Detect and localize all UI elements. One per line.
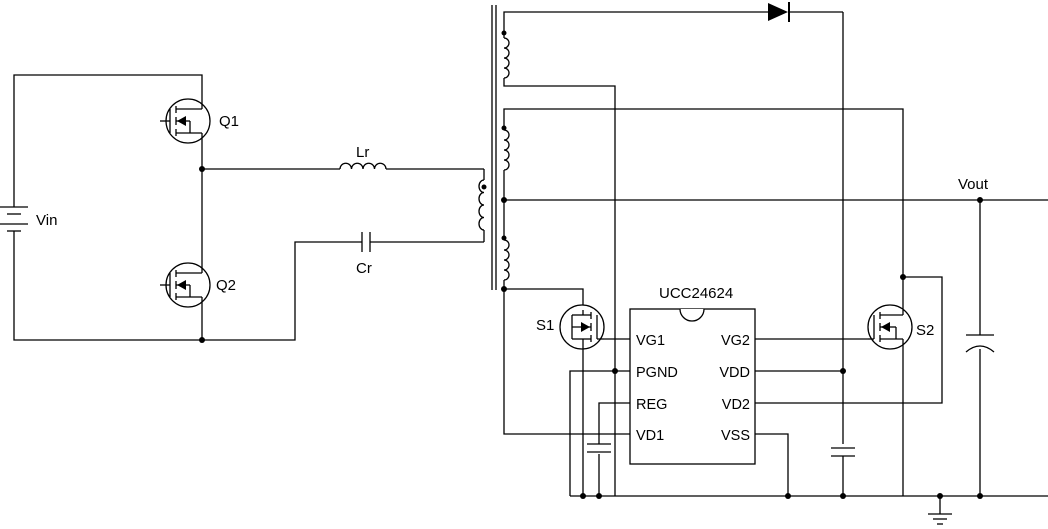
cr-label: Cr (356, 260, 372, 277)
mosfet-q1 (160, 98, 211, 144)
junction-dots (199, 166, 983, 499)
primary-wires (13, 74, 485, 341)
mosfet-s1 (559, 304, 605, 350)
ic-ucc24624 (629, 308, 756, 465)
q1-label: Q1 (219, 113, 239, 130)
q2-label: Q2 (216, 277, 236, 294)
vin-label: Vin (36, 212, 57, 229)
mosfet-s2 (867, 304, 913, 350)
pin-reg: REG (636, 397, 667, 413)
capacitor-output (965, 334, 995, 353)
ic-name-label: UCC24624 (659, 285, 733, 302)
pin-pgnd: PGND (636, 365, 678, 381)
s1-label: S1 (536, 317, 554, 334)
secondary-wires (503, 11, 1048, 514)
battery-vin (0, 195, 28, 243)
ground-symbol (928, 513, 952, 525)
capacitor-cr (361, 232, 371, 252)
mosfet-q2 (160, 262, 211, 308)
pin-vdd: VDD (719, 365, 750, 381)
vout-label: Vout (958, 176, 989, 193)
s2-label: S2 (916, 322, 934, 339)
pin-vss: VSS (721, 428, 750, 444)
inductor-lr (339, 162, 387, 170)
transformer (478, 5, 510, 290)
pin-vd1: VD1 (636, 428, 664, 444)
capacitor-reg (587, 443, 611, 453)
diode (768, 2, 790, 22)
pin-vg2: VG2 (721, 333, 750, 349)
pin-vg1: VG1 (636, 333, 665, 349)
pin-vd2: VD2 (722, 397, 750, 413)
lr-label: Lr (356, 144, 369, 161)
capacitor-vdd (831, 447, 855, 457)
